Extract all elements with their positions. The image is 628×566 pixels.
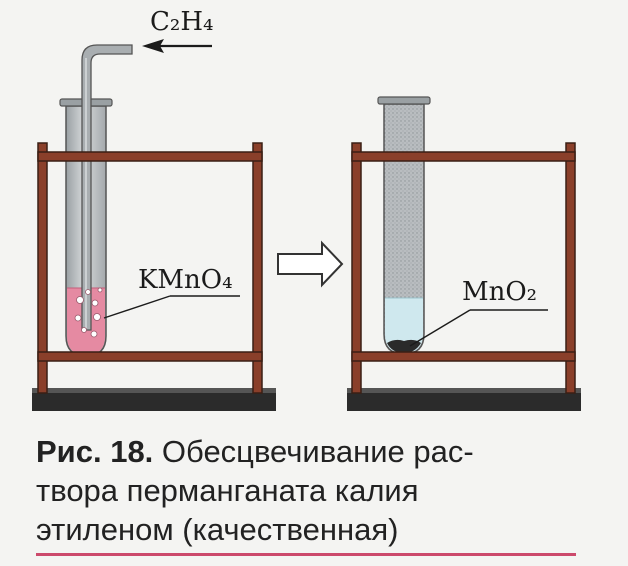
right-stand-post-right <box>565 142 576 394</box>
left-stand-crossbar-top <box>37 151 263 162</box>
left-stand-post-right <box>252 142 263 394</box>
caption-line-3: этиленом (качественная) <box>36 512 399 547</box>
right-stand-base <box>347 391 581 411</box>
caption-line-1: Рис. 18. Обесцвечивание рас- <box>36 432 596 471</box>
caption-line-2: твора перманганата калия <box>36 473 419 508</box>
right-product-label: MnO₂ <box>462 277 537 307</box>
right-stand-crossbar-bottom <box>351 351 576 362</box>
precipitate <box>387 339 421 353</box>
left-reagent-label: KMnO₄ <box>138 265 233 295</box>
right-stand-post-left <box>351 142 362 394</box>
gas-bubbles <box>74 287 103 338</box>
caption-line-1-text: Обесцвечивание рас- <box>161 434 474 469</box>
figure-caption: Рис. 18. Обесцвечивание рас- твора перма… <box>36 432 596 549</box>
right-apparatus: MnO₂ <box>347 96 581 411</box>
decolorized-solution <box>385 298 423 353</box>
left-stand-post-left <box>37 142 48 394</box>
left-stand-crossbar-bottom <box>37 351 263 362</box>
right-product-leader <box>409 309 471 347</box>
left-apparatus: C₂H₄ KMnO₄ <box>32 7 276 411</box>
right-test-tube <box>377 96 431 355</box>
left-stand-base <box>32 391 276 411</box>
reaction-arrow <box>277 240 344 288</box>
right-stand-crossbar-top <box>351 151 576 162</box>
caption-underline <box>36 553 576 556</box>
experiment-illustration: C₂H₄ KMnO₄ MnO₂ <box>32 7 581 411</box>
gas-inlet-tube <box>81 44 133 331</box>
figure-number: Рис. 18. <box>36 434 154 469</box>
gas-flow-arrow <box>142 39 212 53</box>
gas-label: C₂H₄ <box>150 7 213 37</box>
left-reagent-leader <box>103 295 171 319</box>
